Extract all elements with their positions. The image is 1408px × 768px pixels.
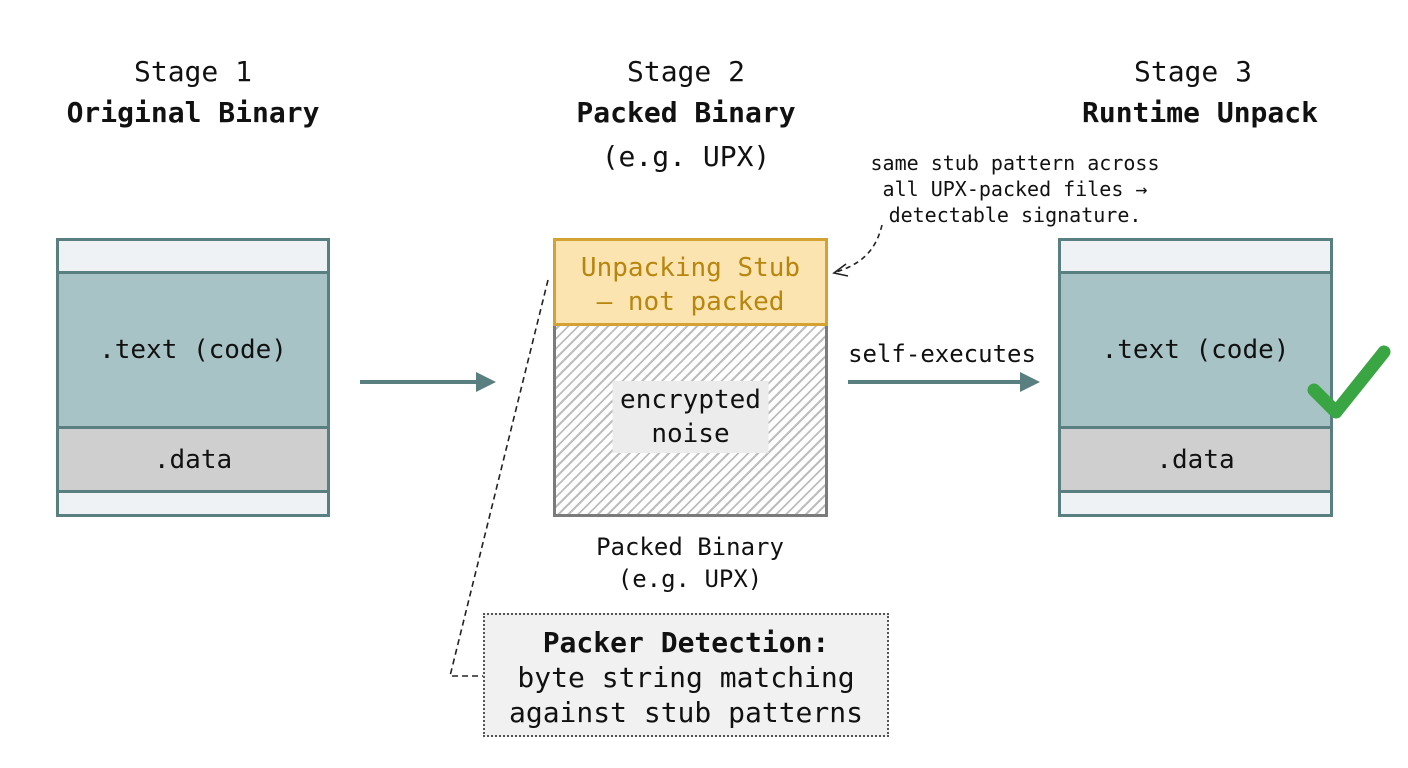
unpacked-binary: .text (code) .data	[1058, 238, 1333, 517]
note-line3: detectable signature.	[888, 203, 1142, 227]
original-binary: .text (code) .data	[56, 238, 330, 517]
detection-title: Packer Detection:	[542, 626, 830, 659]
note-line2: all UPX-packed files →	[882, 177, 1148, 201]
caption-line2: (e.g. UPX)	[617, 565, 763, 593]
unpacked-text-label: .text (code)	[1101, 335, 1290, 365]
unpacked-footer-section	[1061, 493, 1330, 514]
checkmark-icon	[1307, 345, 1391, 419]
encrypted-noise-label: encrypted noise	[612, 381, 769, 453]
unpacked-text-section: .text (code)	[1061, 274, 1330, 429]
original-header-section	[59, 241, 327, 274]
stage2-title: Packed Binary	[576, 96, 796, 129]
unpacked-data-label: .data	[1156, 444, 1235, 475]
packed-binary-caption: Packed Binary (e.g. UPX)	[540, 531, 840, 595]
stage2-subtitle: (e.g. UPX)	[601, 140, 771, 173]
stage3-title: Runtime Unpack	[1081, 96, 1318, 129]
original-data-section: .data	[59, 429, 327, 493]
stage3-number: Stage 3	[1133, 55, 1252, 88]
unpacking-stub: Unpacking Stub — not packed	[553, 238, 828, 326]
caption-line1: Packed Binary	[596, 533, 784, 561]
noise-label-line1: encrypted	[620, 385, 761, 415]
note-pointer-arrowhead	[832, 263, 849, 277]
note-line1: same stub pattern across	[870, 151, 1160, 175]
unpacked-header-section	[1061, 241, 1330, 274]
packed-binary: Unpacking Stub — not packed encrypted no…	[553, 238, 828, 517]
stage1-title: Original Binary	[66, 96, 320, 129]
noise-label-line2: noise	[651, 419, 730, 449]
packer-detection-box: Packer Detection: byte string matching a…	[483, 613, 889, 737]
stage2-number: Stage 2	[626, 55, 745, 88]
detection-line1: byte string matching	[517, 661, 855, 694]
stub-label-line1: Unpacking Stub	[580, 253, 801, 283]
original-text-label: .text (code)	[99, 335, 287, 365]
stub-to-detection-connector	[448, 279, 549, 677]
self-executes-label: self-executes	[848, 340, 1036, 368]
detection-line2: against stub patterns	[508, 696, 863, 729]
signature-note: same stub pattern across all UPX-packed …	[840, 150, 1190, 228]
original-text-section: .text (code)	[59, 274, 327, 429]
unpacked-data-section: .data	[1061, 429, 1330, 493]
original-data-label: .data	[153, 444, 233, 475]
note-pointer-arrow	[835, 224, 883, 273]
stage1-number: Stage 1	[133, 55, 252, 88]
stub-label-line2: — not packed	[596, 287, 785, 317]
original-footer-section	[59, 493, 327, 514]
